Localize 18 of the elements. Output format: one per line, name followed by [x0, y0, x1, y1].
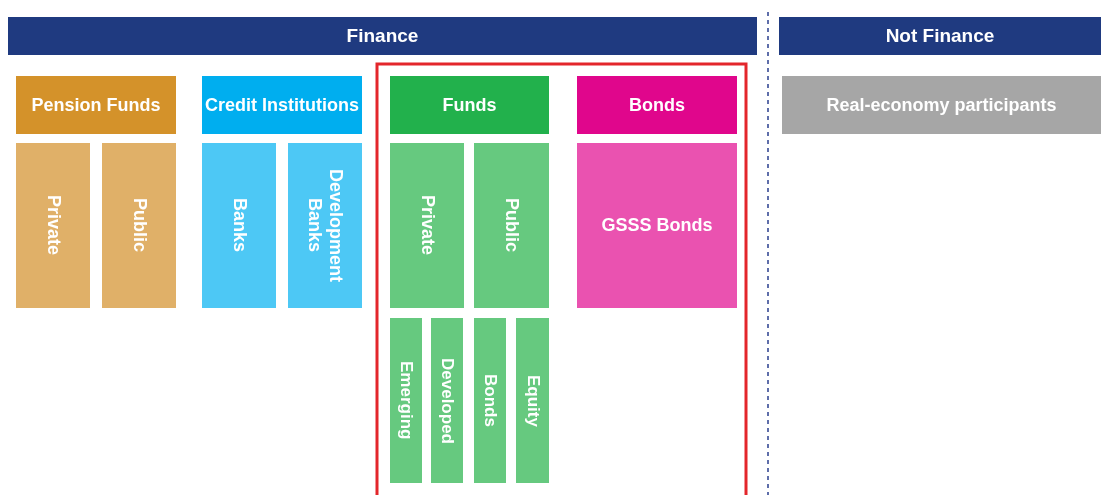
category-header: Pension Funds — [16, 76, 176, 134]
subcategory-box: Public — [474, 143, 549, 308]
subcategory-box: GSSS Bonds — [577, 143, 737, 308]
subcategory-box: Development Banks — [288, 143, 362, 308]
subcategory-box: Equity — [516, 318, 549, 483]
subcategory-box: Public — [102, 143, 176, 308]
category-header: Credit Institutions — [202, 76, 362, 134]
subcategory-box: Banks — [202, 143, 276, 308]
subcategory-box: Emerging — [390, 318, 422, 483]
subcategory-box: Private — [390, 143, 464, 308]
subcategory-box: Bonds — [474, 318, 506, 483]
subcategory-box: Developed — [431, 318, 463, 483]
subcategory-box: Private — [16, 143, 90, 308]
section-header: Finance — [8, 17, 757, 55]
section-header: Not Finance — [779, 17, 1101, 55]
category-header: Funds — [390, 76, 549, 134]
category-header: Bonds — [577, 76, 737, 134]
category-header: Real-economy participants — [782, 76, 1101, 134]
